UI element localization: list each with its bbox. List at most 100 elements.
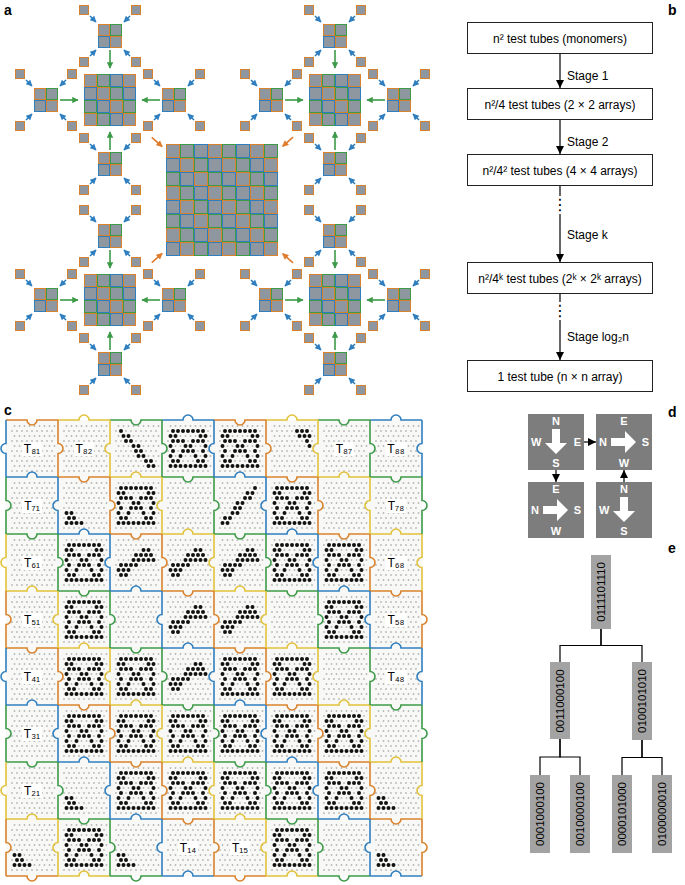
tile-ground — [162, 420, 214, 477]
tile — [237, 173, 250, 186]
node-text: 0011000100 — [554, 669, 566, 732]
tile — [111, 165, 122, 176]
tile — [85, 101, 97, 113]
labelled-tile: T₁₄ — [162, 819, 214, 876]
tile-edge — [53, 477, 58, 534]
tile — [35, 301, 46, 312]
assembly-arrow — [315, 344, 321, 350]
stage-label: Stage k — [567, 228, 608, 242]
assembly-arrow — [315, 50, 321, 56]
tile-edge — [162, 591, 214, 596]
tile — [357, 58, 366, 67]
tile — [195, 145, 208, 158]
tile — [111, 301, 123, 313]
assembly-arrow — [154, 280, 160, 286]
direction-letter: N — [552, 415, 560, 427]
tile-edge — [370, 819, 422, 824]
tile-edge — [162, 534, 167, 591]
tile-edge — [58, 819, 110, 824]
assembly-arrow — [90, 16, 96, 22]
node-text: T₇₈ — [386, 499, 406, 513]
tile — [305, 58, 314, 67]
assembly-arrow — [142, 99, 160, 101]
flow-arrow — [559, 120, 560, 154]
tile — [357, 134, 366, 143]
tile — [223, 159, 236, 172]
tile — [400, 301, 411, 312]
tile — [310, 75, 322, 87]
tile — [111, 75, 123, 87]
tile — [336, 365, 347, 376]
tile-ground — [266, 534, 318, 591]
tile — [167, 215, 180, 228]
tile — [85, 88, 97, 100]
node-text: T₈₂ — [74, 442, 95, 456]
tile — [336, 114, 348, 126]
tile-edge — [370, 477, 422, 482]
tile-edge — [157, 591, 162, 648]
tile — [237, 215, 250, 228]
tile-edge — [157, 819, 162, 876]
tile — [369, 322, 378, 331]
tile-edge — [261, 705, 266, 762]
labelled-tile: T₅₈ — [370, 591, 422, 648]
tile-ground — [214, 534, 266, 591]
tile — [388, 101, 399, 112]
tile — [310, 288, 322, 300]
assembly-arrow — [109, 132, 111, 150]
tile — [195, 229, 208, 242]
tile-edge — [266, 819, 318, 824]
tile — [181, 215, 194, 228]
tile-ground — [110, 534, 162, 591]
assembly-arrow — [334, 50, 336, 68]
tile — [357, 6, 366, 15]
tile-edge — [58, 643, 110, 648]
tile-edge — [162, 648, 167, 705]
tile — [167, 201, 180, 214]
tile-edge — [58, 648, 63, 705]
tile — [99, 165, 110, 176]
tile-ground — [6, 534, 58, 591]
bit-string-box: 0000101000 — [612, 775, 632, 853]
tile-edge — [261, 477, 266, 534]
tile — [421, 70, 430, 79]
tile — [223, 215, 236, 228]
direction-letter: E — [574, 436, 581, 448]
tile-edge — [110, 705, 115, 762]
tile-edge — [266, 529, 318, 534]
tile-ground — [318, 420, 370, 477]
tile-ground — [58, 705, 110, 762]
tile-edge — [417, 534, 422, 591]
tile-ground — [266, 819, 318, 876]
assembly-arrow — [349, 216, 355, 222]
tile — [111, 114, 123, 126]
tile — [251, 215, 264, 228]
tile — [111, 225, 122, 236]
tile — [251, 201, 264, 214]
tile-edge — [110, 534, 162, 539]
tile — [349, 288, 361, 300]
tile — [111, 237, 122, 248]
tile-ground — [318, 648, 370, 705]
assembly-arrow — [315, 144, 321, 150]
tile-edge — [6, 472, 58, 477]
direction-letter: E — [552, 483, 559, 495]
tile-ground — [58, 420, 110, 477]
tile-edge — [214, 876, 266, 881]
assembly-arrow — [413, 114, 419, 120]
tile-ground — [318, 819, 370, 876]
assembly-arrow — [154, 314, 160, 320]
tile — [124, 301, 136, 313]
assembly-arrow — [413, 280, 419, 286]
tile — [223, 145, 236, 158]
tile — [80, 6, 89, 15]
node-text: T₈₈ — [385, 442, 406, 456]
tile — [336, 237, 347, 248]
assembly-arrow — [188, 80, 194, 86]
tile — [323, 88, 335, 100]
tile — [124, 314, 136, 326]
tile — [223, 187, 236, 200]
tile-edge — [110, 819, 115, 876]
tile — [323, 114, 335, 126]
labelled-tile: T₆₈ — [370, 534, 422, 591]
